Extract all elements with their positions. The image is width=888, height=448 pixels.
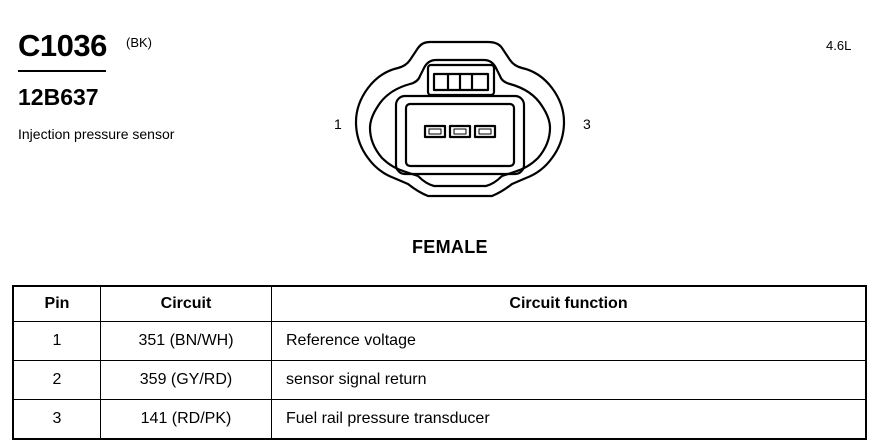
circuit-cell: 141 (RD/PK) xyxy=(100,399,272,440)
pin-1-label: 1 xyxy=(334,116,342,132)
connector-id: C1036 xyxy=(18,28,107,63)
table-row: 2 359 (GY/RD) sensor signal return xyxy=(12,360,867,400)
pinout-table: Pin Circuit Circuit function 1 351 (BN/W… xyxy=(12,285,867,440)
column-header-pin: Pin xyxy=(12,285,101,322)
column-header-circuit: Circuit xyxy=(100,285,272,322)
component-description: Injection pressure sensor xyxy=(18,126,175,142)
pin-cell: 3 xyxy=(12,399,101,440)
function-cell: Fuel rail pressure transducer xyxy=(271,399,867,440)
connector-gender-label: FEMALE xyxy=(412,237,488,257)
table-row: 3 141 (RD/PK) Fuel rail pressure transdu… xyxy=(12,399,867,440)
connector-face-diagram xyxy=(354,40,566,198)
color-code: (BK) xyxy=(126,35,152,50)
terminal-cavity-3 xyxy=(473,124,497,139)
pin-3-label: 3 xyxy=(583,116,591,132)
pin-cell: 2 xyxy=(12,360,101,400)
column-header-function: Circuit function xyxy=(271,285,867,322)
connector-outer-housing xyxy=(354,40,566,198)
table-row: 1 351 (BN/WH) Reference voltage xyxy=(12,321,867,361)
function-cell: Reference voltage xyxy=(271,321,867,361)
engine-label: 4.6L xyxy=(826,38,852,53)
terminal-cavity-1 xyxy=(423,124,447,139)
terminal-block-inner xyxy=(404,102,516,168)
connector-id-underline xyxy=(18,70,106,72)
circuit-cell: 359 (GY/RD) xyxy=(100,360,272,400)
connector-inner-housing xyxy=(368,58,552,188)
terminal-block-outer xyxy=(394,94,526,176)
pin-cell: 1 xyxy=(12,321,101,361)
circuit-cell: 351 (BN/WH) xyxy=(100,321,272,361)
table-header-row: Pin Circuit Circuit function xyxy=(12,285,867,322)
part-number: 12B637 xyxy=(18,84,99,110)
function-cell: sensor signal return xyxy=(271,360,867,400)
terminal-cavity-2 xyxy=(448,124,472,139)
